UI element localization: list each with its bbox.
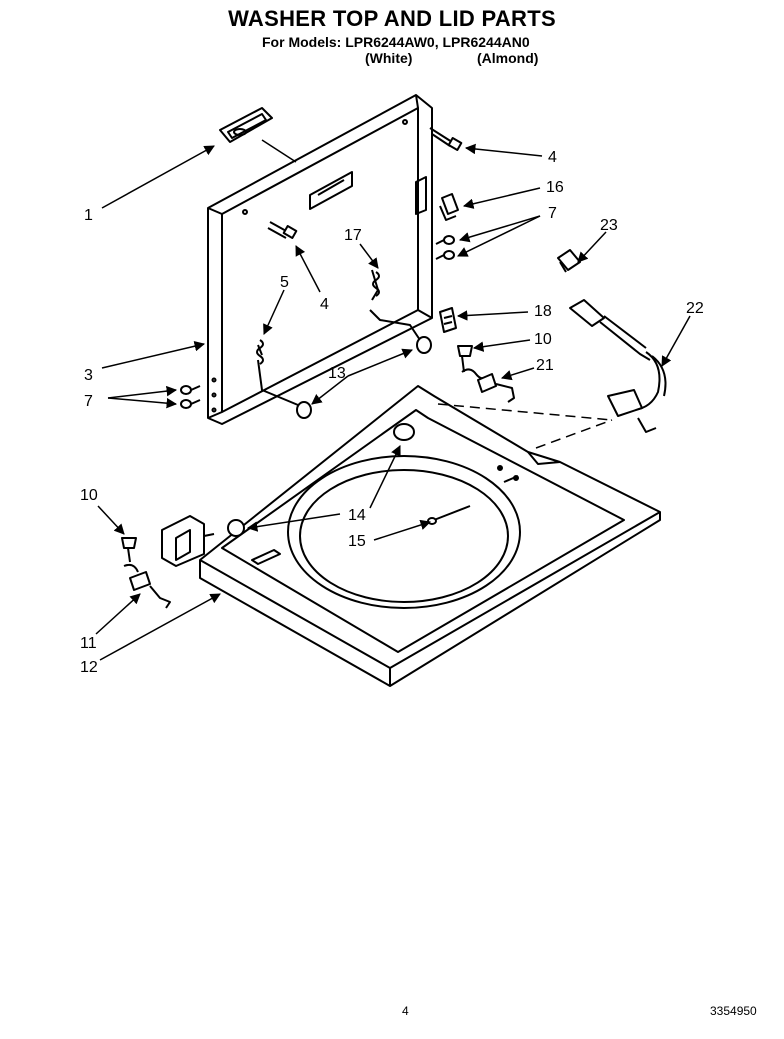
callout-4b: 4 [320,296,329,313]
leader-1 [101,145,215,209]
lid-handle-part [219,107,273,143]
callout-22: 22 [686,300,704,317]
callout-10b: 10 [80,487,98,504]
leader-16 [462,187,541,209]
harness-connection-line [437,403,613,449]
bumper-part-10-upper [457,345,473,373]
leader-10b [97,505,125,535]
leader-7b [457,215,541,257]
leader-21 [500,367,535,381]
callout-4a: 4 [548,149,557,166]
leader-23 [577,231,607,263]
lid-switch-spring-21 [461,368,515,403]
leader-3 [101,341,206,369]
page-title: WASHER TOP AND LID PARTS [228,6,556,31]
callout-18: 18 [534,303,552,320]
spring-part-17 [372,271,380,297]
model-numbers: For Models: LPR6244AW0, LPR6244AN0 [262,34,530,50]
bracket-part-23 [557,249,581,273]
leader-1b [261,139,297,163]
screw-part-4 [267,127,463,239]
leader-7a [458,215,541,243]
variant-white: (White) [365,50,413,66]
callout-12: 12 [80,659,98,676]
leader-10a [472,339,531,352]
callout-23: 23 [600,217,618,234]
screws-part-7 [180,235,455,409]
callout-16: 16 [546,179,564,196]
lid-switch-harness-22 [569,299,667,433]
callout-13: 13 [328,365,346,382]
leader-13a [347,348,413,377]
callout-17: 17 [344,227,362,244]
spring-part-11 [123,563,171,609]
document-number: 3354950 [710,1004,757,1018]
callout-11: 11 [80,635,97,652]
leader-14a [369,445,401,509]
lid-frame [207,94,433,425]
callout-3: 3 [84,367,93,384]
leader-7c [107,385,178,399]
washer-top-panel [161,385,661,687]
variant-almond: (Almond) [477,50,539,66]
leader-4b [295,245,321,293]
callout-10a: 10 [534,331,552,348]
leader-7d [107,397,178,409]
callout-1: 1 [84,207,93,224]
leader-14b [246,513,341,532]
hinge-part-16 [439,193,459,221]
spring-part-5 [256,339,264,365]
page-number: 4 [402,1004,409,1018]
bumper-part-10-lower [121,537,137,563]
leader-5 [263,289,285,335]
leader-18 [456,310,529,321]
callout-7b: 7 [84,393,93,410]
leader-15 [373,519,431,541]
leader-17 [359,243,379,269]
leader-11 [95,593,141,635]
callout-21: 21 [536,357,554,374]
leader-22 [661,315,691,367]
callout-5: 5 [280,274,289,291]
leader-4a [464,143,543,157]
callout-14a: 14 [348,507,366,524]
leader-13b [311,375,349,405]
leader-12 [99,593,221,661]
callout-15: 15 [348,533,366,550]
bumper-part-14 [227,423,415,537]
clip-part-18 [439,307,457,333]
callout-7a: 7 [548,205,557,222]
